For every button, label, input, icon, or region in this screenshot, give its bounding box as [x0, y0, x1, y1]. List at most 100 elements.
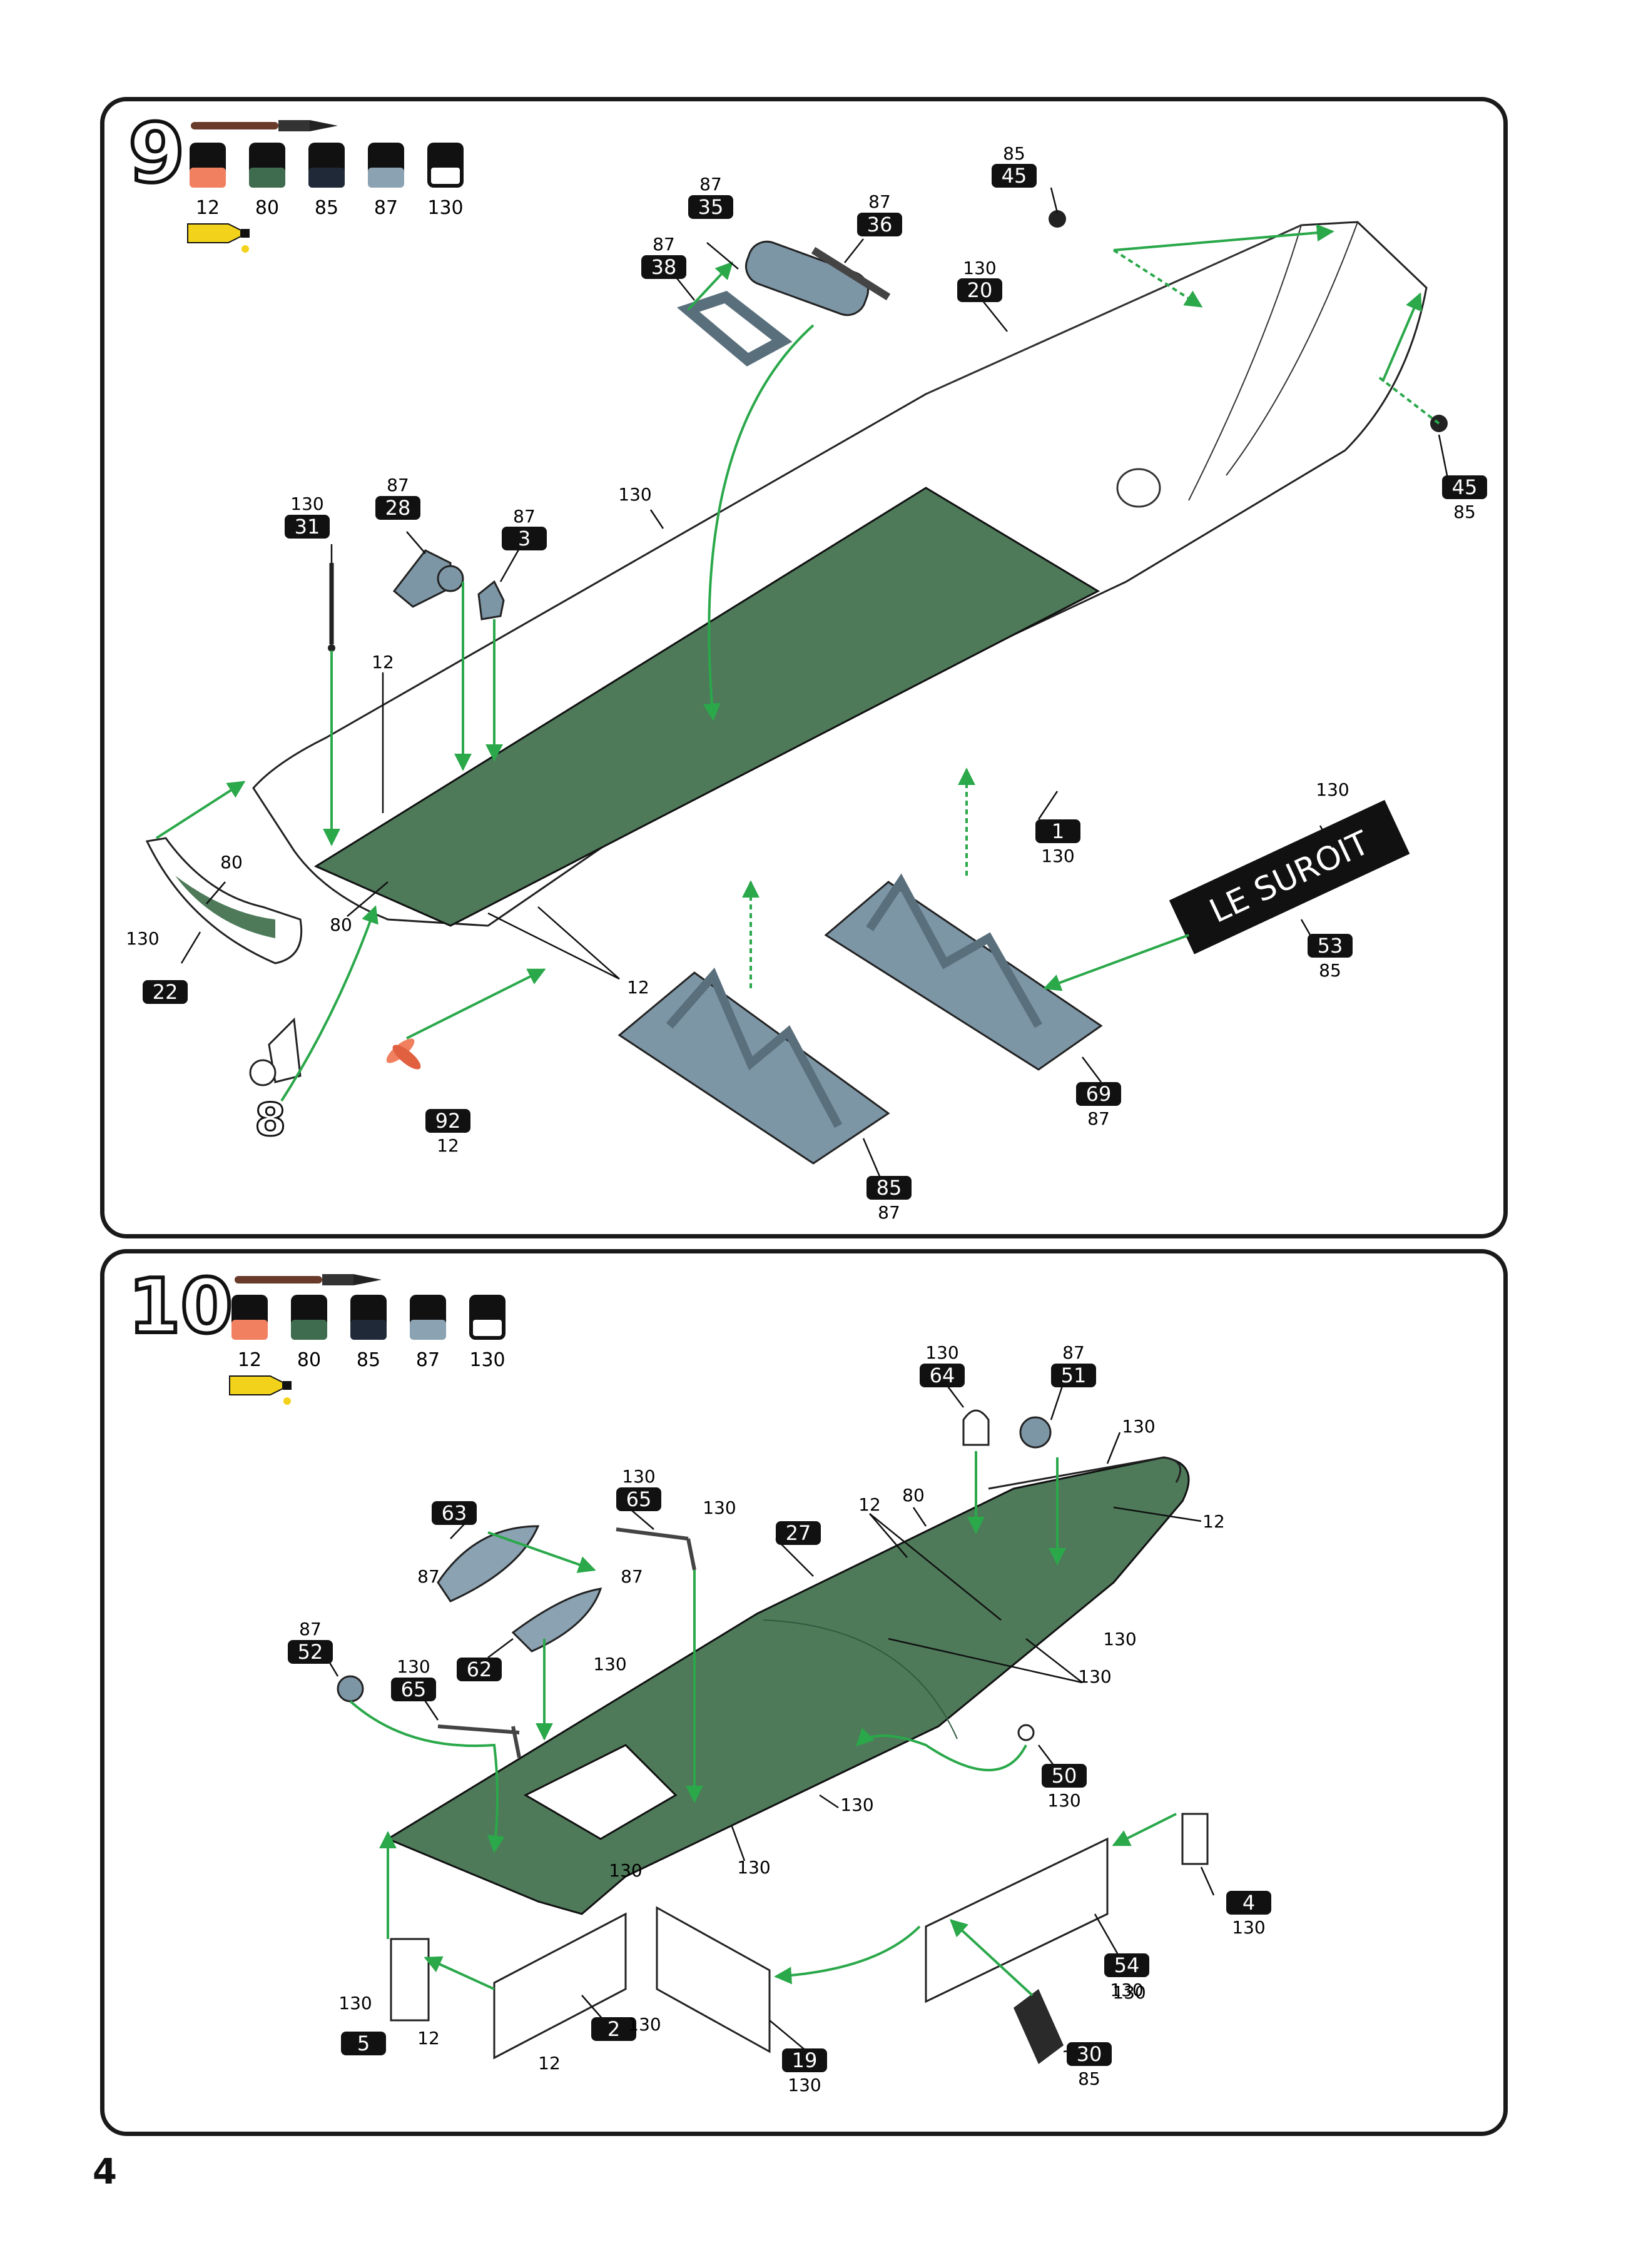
stand-85: [617, 968, 890, 1165]
part-number: 4: [1242, 1891, 1255, 1915]
paint-label: 12: [238, 1349, 262, 1371]
part-color-code: 87: [1087, 1108, 1110, 1129]
part-color-code: 130: [1110, 1980, 1143, 2000]
stand-69: [824, 873, 1103, 1071]
paint-pot-12-icon: [231, 1295, 268, 1340]
part-92-propeller: [386, 1038, 421, 1070]
part-number: 65: [401, 1678, 427, 1701]
color-label: 130: [1112, 1982, 1146, 2003]
part-color-code: 130: [622, 1466, 655, 1487]
glue-tube-icon: [229, 1375, 292, 1405]
color-label: 130: [1316, 779, 1349, 800]
part-number: 50: [1052, 1764, 1077, 1788]
color-label: 130: [737, 1857, 770, 1878]
paint-label: 80: [255, 197, 279, 219]
color-label: 130: [840, 1795, 873, 1815]
part-number: 35: [698, 195, 724, 219]
part-52-fitting: [337, 1675, 364, 1703]
part-number: 27: [786, 1521, 811, 1545]
step-10-number: 10: [128, 1263, 233, 1350]
page-number: 4: [93, 2152, 117, 2192]
part-color-code: 87: [387, 475, 409, 495]
part-4-door: [1181, 1813, 1209, 1865]
paint-pot-87-icon: [368, 143, 404, 188]
part-number: 2: [607, 2017, 620, 2041]
assembly-arrows-step-9: [155, 224, 1440, 1102]
color-label: 87: [621, 1566, 643, 1587]
leader-lines-step-9: [180, 187, 1450, 1183]
part-number: 92: [435, 1109, 461, 1133]
paint-label: 87: [416, 1349, 440, 1371]
part-65-davit: [437, 1724, 521, 1758]
color-label: 130: [628, 2014, 661, 2035]
paint-label: 130: [469, 1349, 505, 1371]
assembly-arrows-step-10: [349, 1451, 1177, 1997]
paint-pot-85-icon: [350, 1295, 387, 1340]
paintbrush-icon: [191, 120, 338, 131]
stern-part-22: [145, 837, 303, 964]
color-label: 87: [417, 1566, 440, 1587]
part-63-lifeboat-cover: [437, 1525, 540, 1602]
part-number: 85: [877, 1176, 902, 1200]
paint-pot-87-icon: [410, 1295, 446, 1340]
labels-step-9: 130 12 80 80 130 12 130: [126, 484, 1349, 998]
part-2-bulkhead: [493, 1912, 627, 2060]
part-color-code: 87: [878, 1202, 900, 1223]
part-number: 20: [967, 278, 993, 302]
part-number: 38: [651, 255, 677, 279]
color-label: 130: [126, 928, 159, 949]
color-label: 130: [609, 1860, 642, 1881]
paint-pot-130-icon: [469, 1295, 506, 1340]
part-65-davit: [616, 1527, 696, 1571]
upper-deck-27: [385, 1456, 1190, 1915]
part-38-frame: [676, 290, 793, 367]
part-color-code: 87: [1062, 1342, 1085, 1363]
part-5-panel: [390, 1938, 430, 2022]
part-badges-step-9: 45 85 35 87 36 87 38 87 20 130 28 87 3 8…: [143, 143, 1487, 1223]
part-color-code: 85: [1078, 2068, 1100, 2089]
glue-tube-icon: [187, 223, 250, 253]
part-number: 62: [467, 1658, 492, 1681]
paint-pot-80-icon: [249, 143, 285, 188]
part-number: 51: [1061, 1364, 1087, 1387]
part-number: 5: [357, 2032, 370, 2055]
part-number: 30: [1077, 2042, 1102, 2066]
part-number: 36: [867, 213, 893, 236]
part-64-vent: [962, 1409, 990, 1446]
part-color-code: 87: [299, 1619, 322, 1639]
part-color-code: 12: [437, 1135, 459, 1156]
color-label: 12: [1202, 1511, 1225, 1532]
part-color-code: 87: [868, 191, 891, 212]
color-label: 130: [593, 1654, 626, 1674]
part-number: 19: [792, 2048, 818, 2072]
part-54-bulkhead: [925, 1837, 1109, 2003]
part-color-code: 130: [788, 2075, 821, 2095]
part-28-winch: [392, 549, 464, 608]
part-number: 63: [442, 1501, 467, 1525]
part-19-bulkhead: [656, 1906, 771, 2053]
step-9-number: 9: [128, 106, 185, 201]
part-color-code: 130: [290, 494, 323, 514]
part-50-vent: [1017, 1724, 1035, 1741]
part-number: 31: [295, 515, 320, 539]
part-number: 22: [153, 980, 178, 1004]
part-number: 8: [255, 1093, 286, 1146]
part-color-code: 85: [1453, 502, 1476, 522]
part-number: 52: [298, 1640, 323, 1664]
part-color-code: 85: [1003, 143, 1025, 164]
color-label: 130: [338, 1993, 372, 2013]
part-color-code: 85: [1319, 960, 1341, 981]
part-36-rod: [811, 246, 891, 301]
part-number: 54: [1114, 1953, 1140, 1977]
part-color-code: 130: [1232, 1917, 1265, 1938]
part-number: 65: [626, 1487, 652, 1511]
part-number: 28: [385, 496, 411, 520]
part-badges-step-10: 64 130 51 87 65 130 63 27 62 52 87 65 13…: [288, 1342, 1271, 2095]
part-color-code: 130: [1047, 1790, 1080, 1811]
paint-label: 130: [427, 197, 463, 219]
part-number: 3: [518, 527, 531, 550]
part-31-mast: [328, 563, 335, 652]
part-color-code: 130: [963, 258, 996, 278]
part-3: [477, 580, 505, 620]
